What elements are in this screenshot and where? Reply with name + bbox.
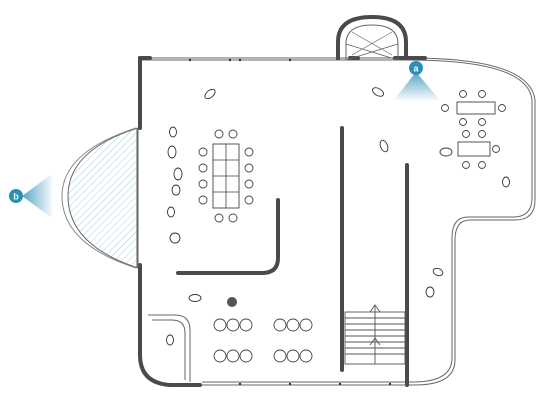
column (227, 297, 237, 307)
right-tables (441, 90, 506, 169)
interior-walls (148, 126, 409, 387)
marker-a-label: a (413, 64, 419, 74)
conference-table (212, 143, 240, 209)
stair (344, 304, 406, 365)
marker-b[interactable]: b (9, 174, 52, 218)
people (166, 87, 510, 346)
window-marks (188, 58, 392, 386)
outer-envelope (140, 57, 536, 386)
left-glazed-bay (61, 127, 139, 269)
marker-a[interactable]: a (394, 61, 440, 100)
round-tables (213, 318, 313, 363)
top-bay (336, 14, 408, 61)
conference-chairs (198, 129, 254, 223)
marker-b-label: b (13, 192, 19, 202)
